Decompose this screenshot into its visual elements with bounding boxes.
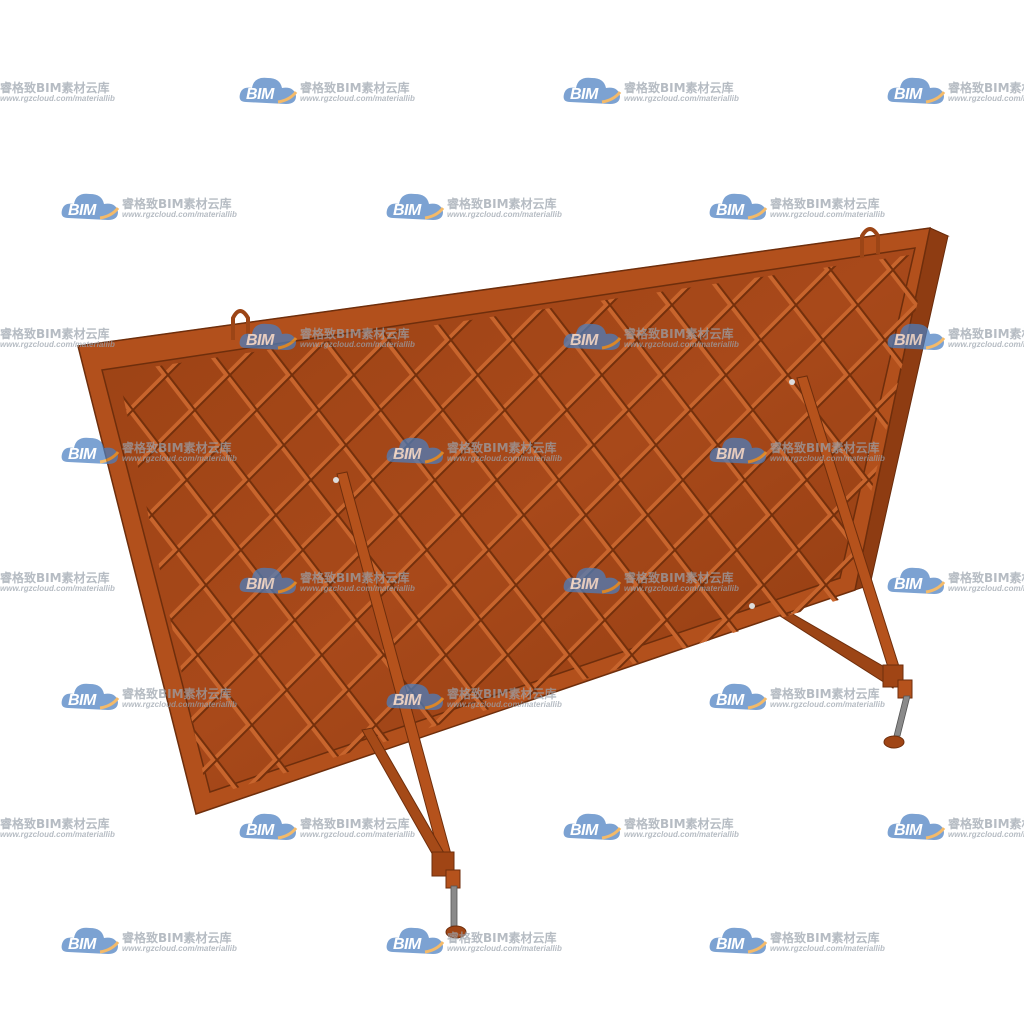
support-brace-right bbox=[749, 375, 913, 749]
support-brace-left bbox=[333, 471, 467, 939]
lifting-hook-right bbox=[860, 227, 880, 258]
lifting-hook-left bbox=[231, 309, 250, 340]
